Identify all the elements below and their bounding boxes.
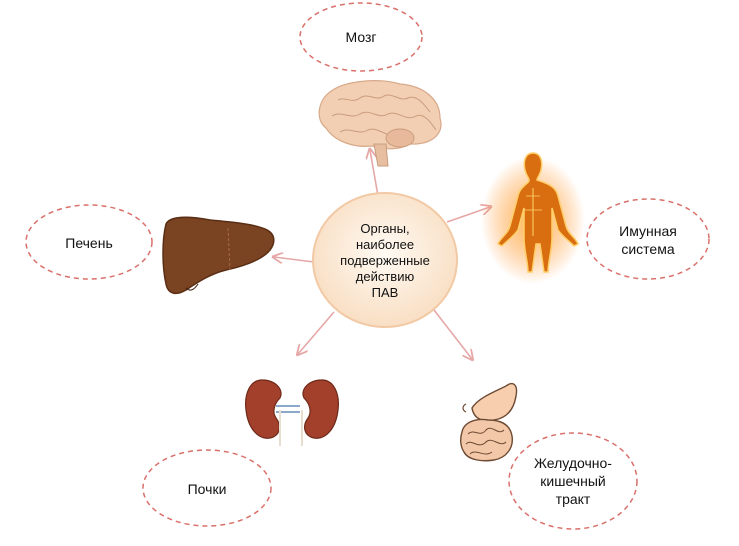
brain-icon	[318, 80, 442, 167]
center-label: Органы, наиболее подверженные действию П…	[340, 221, 430, 300]
brain-label: Мозг	[345, 29, 377, 45]
brain-label-ellipse	[299, 2, 423, 72]
arrow-to-gi	[433, 309, 472, 359]
kidneys-label-ellipse	[142, 449, 272, 527]
liver-label-ellipse	[25, 204, 153, 280]
human-body-icon	[481, 152, 585, 284]
liver-label: Печень	[65, 235, 113, 251]
arrow-to-kidneys	[298, 311, 335, 354]
kidneys-label: Почки	[187, 481, 227, 497]
gi-label-ellipse	[508, 432, 638, 530]
gi-label: Желудочно- кишечный тракт	[534, 455, 612, 507]
immune-label: Имунная система	[619, 223, 677, 257]
center-node	[312, 192, 458, 328]
immune-label-ellipse	[586, 198, 710, 280]
stomach-intestine-icon	[459, 382, 518, 462]
connector-arrows	[274, 150, 490, 359]
arrow-to-brain	[370, 150, 379, 197]
kidneys-icon	[240, 376, 344, 452]
arrow-to-liver	[274, 257, 315, 262]
liver-icon	[162, 216, 275, 295]
